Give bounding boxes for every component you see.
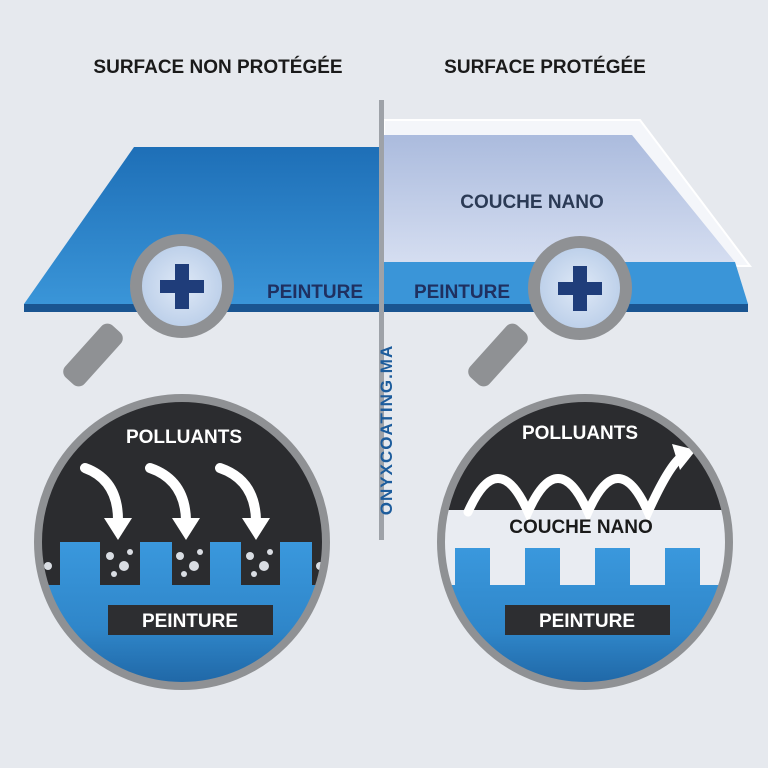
nano-coating-layer [383, 119, 753, 304]
label-coating-top: COUCHE NANO [460, 192, 604, 213]
paint-badge-right: PEINTURE [505, 605, 670, 635]
plus-magnifier-icon [63, 234, 234, 387]
watermark-url: ONYXCOATING.MA [377, 345, 396, 515]
plus-magnifier-icon [468, 236, 632, 387]
label-coating-zoom: COUCHE NANO [509, 517, 653, 538]
heading-protected: SURFACE PROTÉGÉE [444, 56, 646, 78]
label-pollutants-left: POLLUANTS [126, 427, 242, 448]
label-paint-right: PEINTURE [414, 282, 510, 303]
label-pollutants-right: POLLUANTS [522, 423, 638, 444]
heading-unprotected: SURFACE NON PROTÉGÉE [93, 56, 342, 78]
label-paint-zoom-right: PEINTURE [539, 611, 635, 632]
label-paint-left: PEINTURE [267, 282, 363, 303]
label-paint-zoom-left: PEINTURE [142, 611, 238, 632]
paint-badge-left: PEINTURE [108, 605, 273, 635]
center-divider [379, 100, 384, 540]
